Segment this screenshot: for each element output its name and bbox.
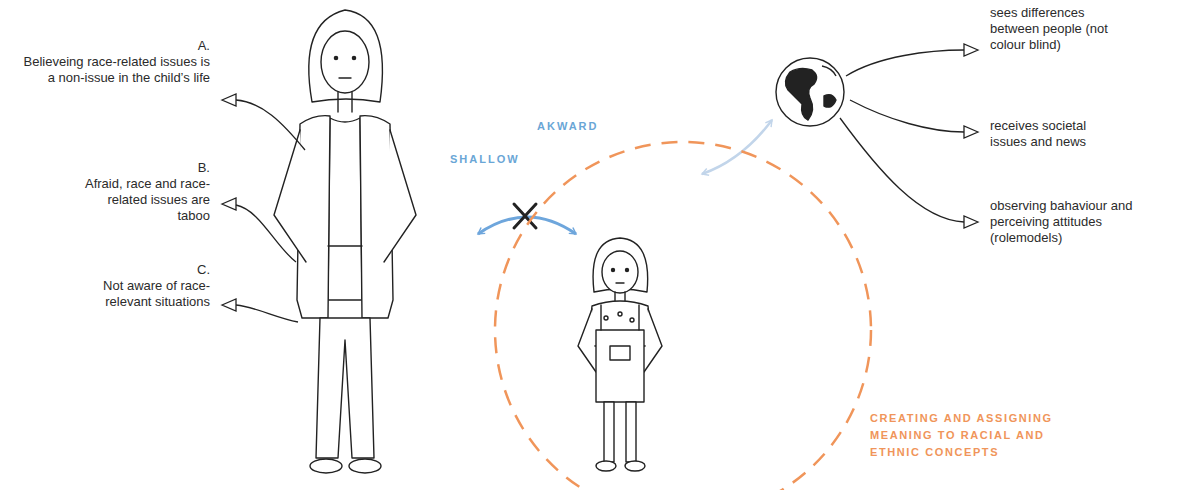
dashed-circle-region: CREATING AND ASSIGNING MEANING TO RACIAL… <box>493 140 873 490</box>
leader-arrow <box>222 94 305 322</box>
globe-icon <box>776 58 844 126</box>
callout-text: sees differences between people (not col… <box>990 5 1115 53</box>
circle-outline <box>493 140 873 490</box>
callout-letter: A. <box>20 38 210 54</box>
callout-text: receives societal issues and news <box>990 118 1110 150</box>
child-figure <box>578 238 662 471</box>
leader-arrow <box>840 44 978 228</box>
parent-figure <box>274 10 416 473</box>
callout-text: Not aware of race-relevant situations <box>100 278 210 310</box>
region-heading: CREATING AND ASSIGNING MEANING TO RACIAL… <box>870 410 1095 461</box>
callout-text: Afraid, race and race-related issues are… <box>80 176 210 224</box>
arrow-label: SHALLOW <box>450 151 545 167</box>
callout-text: observing bahaviour and perceiving attit… <box>990 198 1145 246</box>
callout-letter: C. <box>20 262 210 278</box>
arrow-label: AKWARD <box>537 118 627 134</box>
influence-arrow <box>702 120 772 174</box>
callout-text: Believeing race-related issues is a non-… <box>15 54 210 86</box>
callout-letter: B. <box>20 160 210 176</box>
